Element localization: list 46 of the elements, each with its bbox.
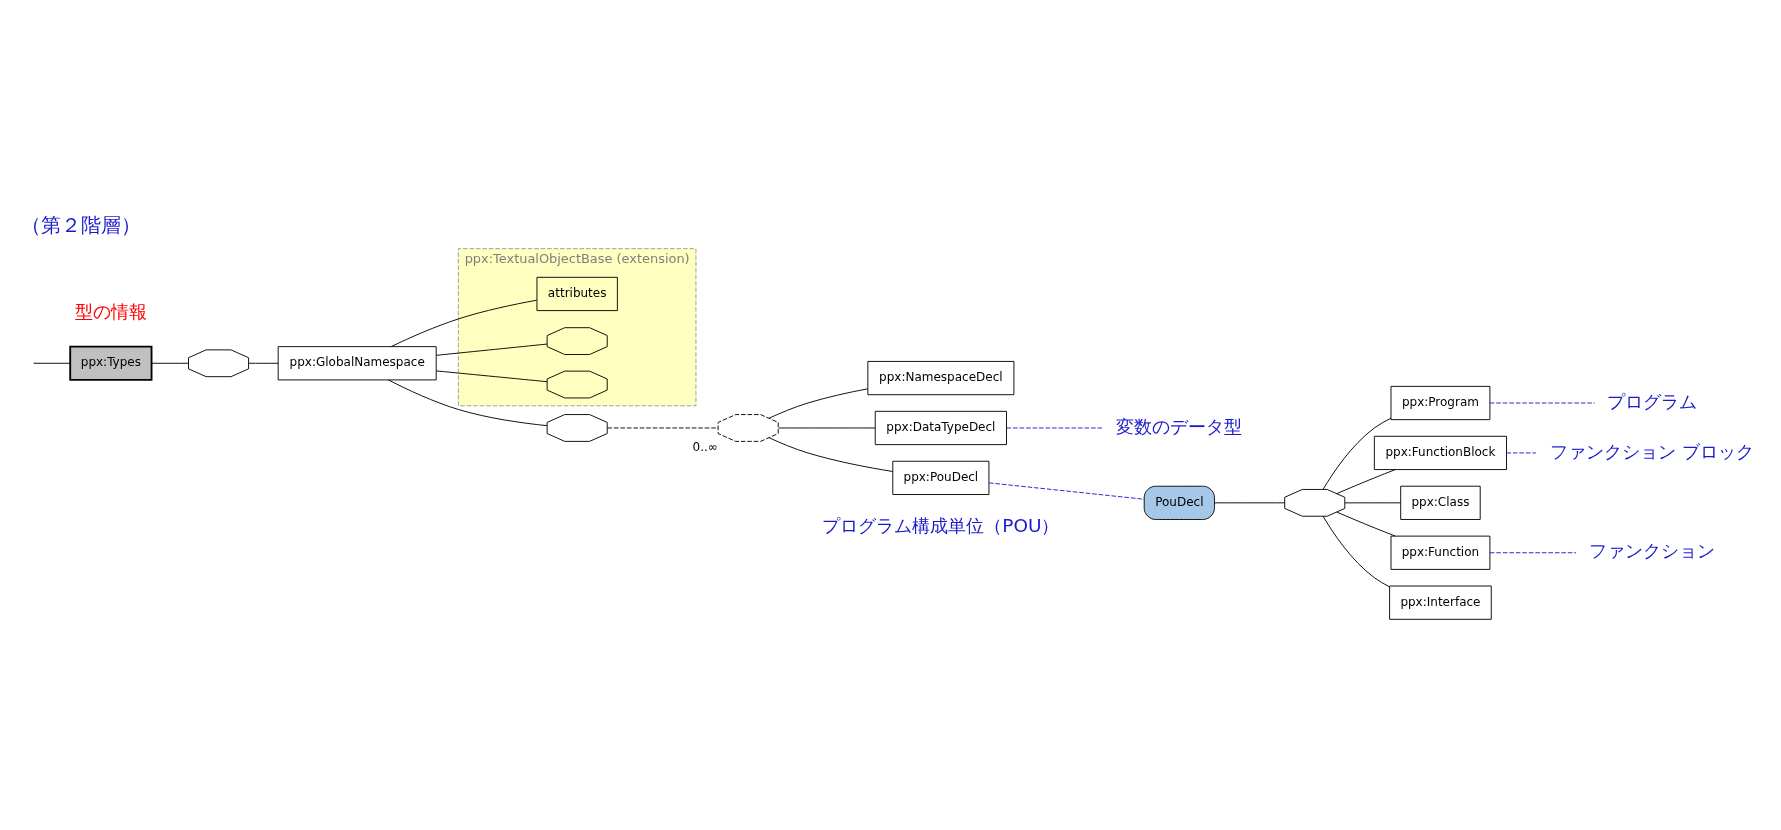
- node-box: PouDecl: [1143, 485, 1215, 520]
- node-box: ppx:Types: [69, 345, 153, 381]
- node-octagon: [546, 326, 608, 355]
- connector: [1489, 551, 1577, 553]
- connector: [151, 362, 189, 364]
- connector: [1344, 501, 1401, 503]
- node-label: 0..∞: [692, 439, 718, 454]
- connector: [768, 387, 869, 419]
- connector: [435, 369, 548, 382]
- node-box: attributes: [536, 276, 618, 311]
- connector: [1489, 402, 1596, 403]
- node-box: ppx:GlobalNamespace: [277, 345, 437, 380]
- node-box: ppx:DataTypeDecl: [874, 410, 1007, 445]
- node-text: プログラム: [1607, 390, 1698, 412]
- connector: [1322, 515, 1390, 587]
- node-box: ppx:Class: [1400, 485, 1481, 520]
- connector: [1336, 468, 1396, 494]
- node-box: ppx:FunctionBlock: [1373, 435, 1507, 470]
- connector: [1214, 501, 1285, 503]
- connector: [33, 362, 71, 364]
- diagram-title: （第２階層）: [20, 212, 141, 237]
- node-box: ppx:Function: [1390, 535, 1491, 570]
- connector: [390, 299, 538, 347]
- node-octagon: [188, 348, 250, 377]
- node-text: 変数のデータ型: [1116, 415, 1243, 437]
- connector: [778, 427, 876, 428]
- connector: [988, 481, 1145, 500]
- node-text: ファンクション: [1589, 539, 1716, 561]
- node-octagon: [546, 413, 608, 442]
- connector: [248, 362, 279, 364]
- node-octagon: [717, 413, 779, 442]
- connector: [1322, 417, 1392, 490]
- connector: [435, 343, 548, 356]
- connector: [1336, 511, 1396, 536]
- node-box: ppx:NamespaceDecl: [867, 360, 1015, 395]
- label: 型の情報: [74, 300, 147, 322]
- node-octagon: [1284, 488, 1346, 517]
- node-octagon: [546, 370, 608, 398]
- label: プログラム構成単位（POU）: [822, 514, 1060, 536]
- node-text: ファンクション ブロック: [1550, 440, 1755, 462]
- node-box: ppx:Program: [1390, 385, 1491, 420]
- node-box: ppx:PouDecl: [892, 460, 990, 495]
- connector: [387, 378, 548, 426]
- node-box: ppx:Interface: [1389, 585, 1492, 620]
- connector: [768, 436, 893, 472]
- connector: [607, 427, 719, 428]
